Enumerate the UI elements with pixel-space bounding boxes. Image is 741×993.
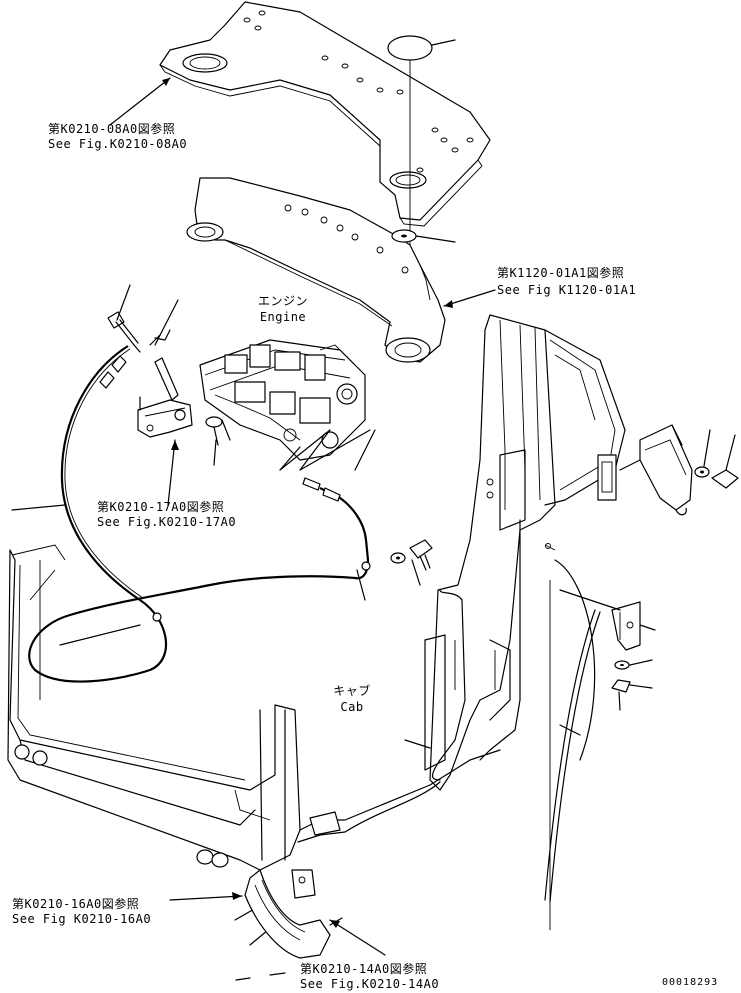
drawing-number: 00018293 <box>662 977 719 988</box>
floor-ref-en: See Fig K0210-16A0 <box>12 912 152 926</box>
lever-ref-jp: 第K0210-17A0図参照 <box>97 500 225 514</box>
top-mount-plate <box>159 1 491 227</box>
leader-plate <box>109 77 171 126</box>
lever-assembly <box>107 284 193 438</box>
washer-mount <box>391 229 456 243</box>
right-bolt <box>711 434 739 489</box>
leader-frame <box>443 289 496 307</box>
clamp-washer-bolt <box>390 539 433 586</box>
engine-label-en: Engine <box>259 310 307 324</box>
right-washer <box>694 429 711 478</box>
lever-ref-en: See Fig.K0210-17A0 <box>97 515 237 529</box>
cab-label-en: Cab <box>340 700 364 714</box>
floor-ref-jp: 第K0210-16A0図参照 <box>12 897 140 911</box>
cab-frame-bracket <box>186 177 446 363</box>
cab-label-jp: キャブ <box>333 684 371 698</box>
engine-control-block <box>199 339 366 461</box>
leader-floor <box>169 895 243 901</box>
plate-ref-en: See Fig.K0210-08A0 <box>48 137 188 151</box>
duct-ref-jp: 第K0210-14A0図参照 <box>300 962 428 976</box>
bolt-engine <box>205 416 231 466</box>
cab-structure <box>7 314 626 956</box>
right-mount-bracket <box>619 424 693 516</box>
engine-label-jp: エンジン <box>257 294 308 308</box>
air-duct <box>235 869 343 981</box>
plate-ref-jp: 第K0210-08A0図参照 <box>48 122 176 136</box>
rubber-pad-top <box>387 35 456 61</box>
frame-ref-en: See Fig K1120-01A1 <box>497 283 637 297</box>
frame-ref-jp: 第K1120-01A1図参照 <box>497 266 625 280</box>
throttle-cable <box>11 345 376 683</box>
duct-ref-en: See Fig.K0210-14A0 <box>300 977 440 991</box>
leader-duct <box>329 919 386 956</box>
lower-clip-bracket <box>559 589 656 711</box>
